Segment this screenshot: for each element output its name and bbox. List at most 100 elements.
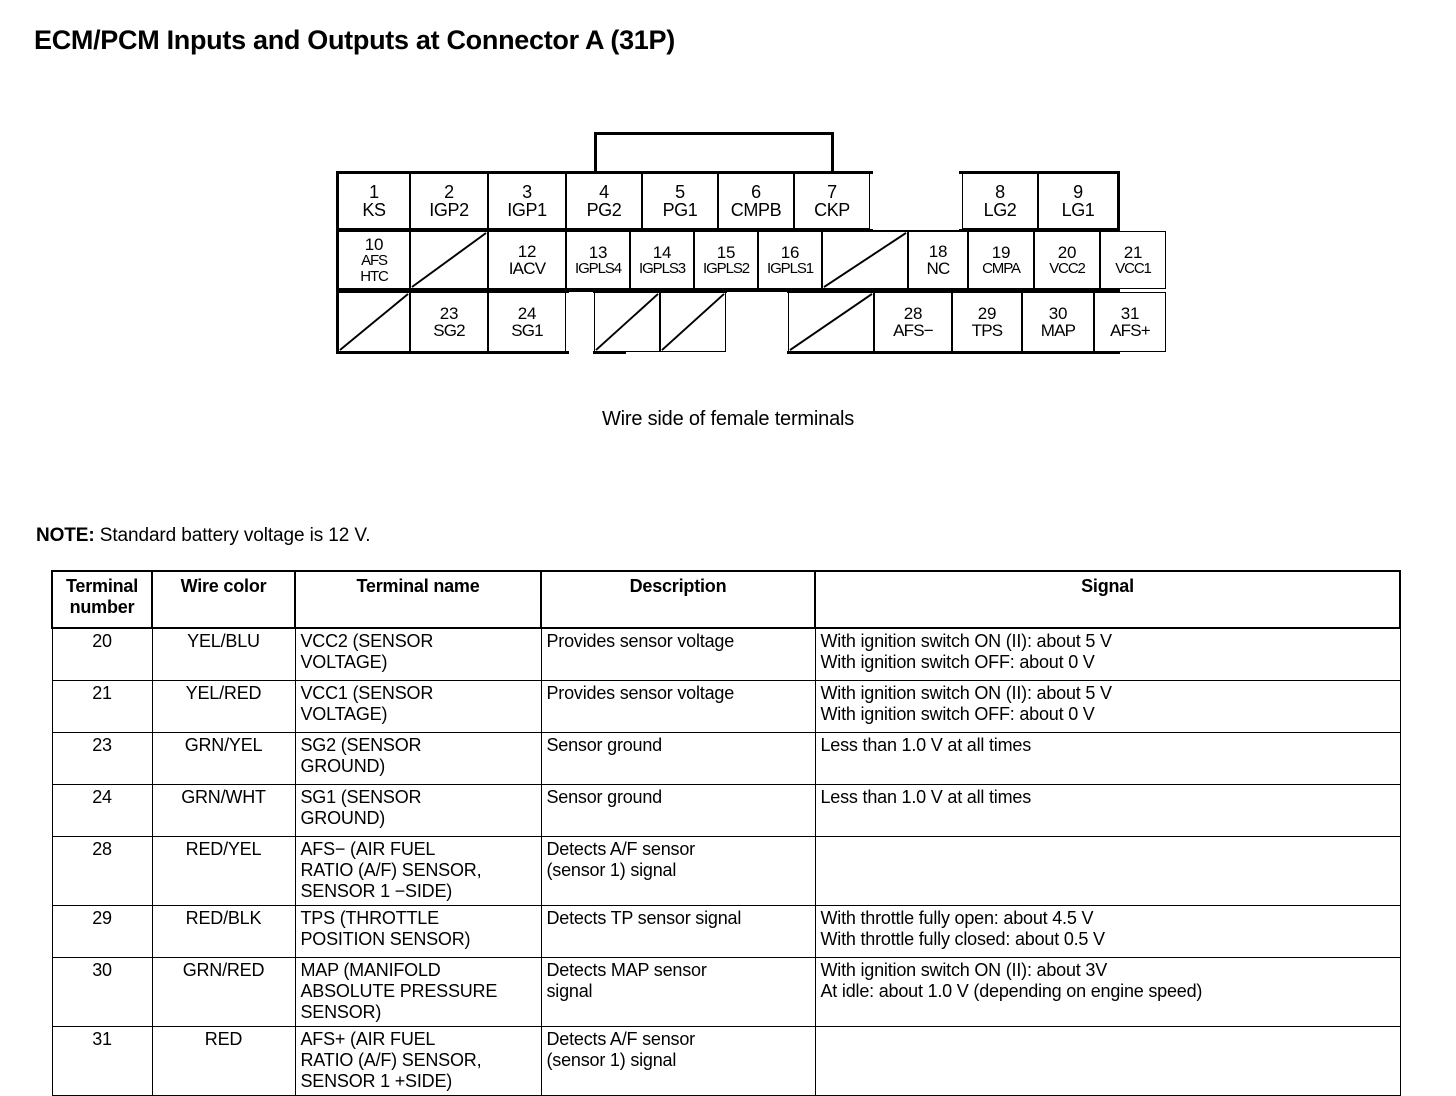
cell-wire-color: GRN/YEL [151,732,296,785]
cell-description: Provides sensor voltage [540,627,816,681]
note-label: NOTE: [36,525,95,546]
connector-row3-gap-right [727,292,787,356]
cell-terminal-number: 23 [51,732,153,785]
cell-terminal-number: 20 [51,627,153,681]
pin-cell-7[interactable]: 7 CKP [794,173,870,229]
pin-cell-13[interactable]: 13 IGPLS4 [566,231,630,289]
cell-description-line: Detects A/F sensor [546,1029,696,1050]
pin-name: SG1 [511,321,543,340]
header-terminal-name: Terminal name [294,570,542,629]
pin-name: IGP1 [507,200,547,220]
pin-number: 5 [675,181,685,202]
cell-signal-line: With ignition switch ON (II): about 3V [820,960,1108,981]
pin-cell-15[interactable]: 15 IGPLS2 [694,231,758,289]
pin-number: 14 [652,242,672,262]
pin-cell-6[interactable]: 6 CMPB [718,173,794,229]
pin-name: VCC1 [1115,260,1152,278]
pin-number: 8 [995,181,1005,202]
pin-cell-21[interactable]: 21 VCC1 [1100,231,1166,289]
pin-cell-8[interactable]: 8 LG2 [962,173,1038,229]
pin-cell-12[interactable]: 12 IACV [488,231,566,289]
pin-cell-16[interactable]: 16 IGPLS1 [758,231,822,289]
pin-cell-2[interactable]: 2 IGP2 [410,173,488,229]
pin-name: AFS+ [1110,321,1151,340]
pin-cell-31[interactable]: 31 AFS+ [1094,292,1166,352]
cell-description: Detects A/F sensor(sensor 1) signal [540,835,816,907]
cell-description-line: (sensor 1) signal [546,860,677,881]
pin-name: KS [362,200,386,220]
cell-terminal-name-line: RATIO (A/F) SENSOR, [300,1050,482,1071]
pin-name: IGP2 [429,200,469,220]
pin-name: LG2 [983,200,1017,220]
pin-cell-blank-27 [660,292,726,352]
cell-signal [814,1026,1401,1096]
pin-cell-18[interactable]: 18 NC [908,231,968,289]
cell-signal: Less than 1.0 V at all times [814,784,1401,837]
connector-row-2: 10 AFS HTC 12 IACV 13 IGPLS4 14 IGPLS3 1… [336,229,1166,291]
cell-terminal-name-line: AFS+ (AIR FUEL [300,1029,436,1050]
pin-number: 1 [369,181,379,202]
connector-locking-tab [594,132,834,172]
pin-name: IGPLS3 [639,260,686,278]
table-header-row: Terminal number Wire color Terminal name… [51,570,1401,629]
pin-name: AFS− [893,321,934,340]
pin-name: LG1 [1061,200,1095,220]
pin-cell-10[interactable]: 10 AFS HTC [338,231,410,289]
pin-cell-30[interactable]: 30 MAP [1022,292,1094,352]
pin-cell-5[interactable]: 5 PG1 [642,173,718,229]
cell-signal [814,835,1401,907]
cell-terminal-number: 24 [51,784,153,837]
pin-cell-29[interactable]: 29 TPS [952,292,1022,352]
pin-cell-blank-25 [788,292,874,352]
pin-cell-20[interactable]: 20 VCC2 [1034,231,1100,289]
cell-terminal-name-line: VCC2 (SENSOR [300,631,434,651]
cell-wire-color: YEL/RED [151,680,296,733]
cell-description-line: signal [546,981,593,1002]
cell-description-line: (sensor 1) signal [546,1050,677,1071]
pin-number: 13 [588,242,608,262]
pin-cell-28[interactable]: 28 AFS− [874,292,952,352]
pin-cell-blank-11 [410,231,488,289]
pin-cell-1[interactable]: 1 KS [338,173,410,229]
cell-wire-color: YEL/BLU [151,627,296,681]
pin-cell-24[interactable]: 24 SG1 [488,292,566,352]
pin-cell-9[interactable]: 9 LG1 [1038,173,1118,229]
cell-terminal-name-line: RATIO (A/F) SENSOR, [300,860,482,881]
cell-terminal-number: 21 [51,680,153,733]
header-terminal-number: Terminal number [51,570,153,629]
pin-cell-23[interactable]: 23 SG2 [410,292,488,352]
pin-cell-blank-17 [822,231,908,289]
cell-terminal-name-line: GROUND) [300,756,386,777]
cell-description: Provides sensor voltage [540,680,816,733]
pin-number: 21 [1123,242,1143,262]
pin-name: IGPLS1 [767,260,814,278]
cell-terminal-number: 28 [51,835,153,907]
pin-cell-14[interactable]: 14 IGPLS3 [630,231,694,289]
pin-number: 29 [977,303,997,323]
pin-number: 28 [903,303,923,323]
header-wire-color: Wire color [151,570,296,629]
cell-signal-line: With ignition switch OFF: about 0 V [820,652,1095,673]
pin-name: NC [926,259,951,278]
cell-description: Sensor ground [540,732,816,785]
pin-number: 31 [1120,303,1140,323]
pin-cell-4[interactable]: 4 PG2 [566,173,642,229]
pin-number: 10 [364,235,384,255]
pin-number: 2 [444,181,454,202]
pin-cell-19[interactable]: 19 CMPA [968,231,1034,289]
cell-terminal-name-line: SG2 (SENSOR [300,735,422,755]
connector-pinout-diagram: 1 KS 2 IGP2 3 IGP1 4 PG2 5 PG1 6 CMPB 7 … [336,132,1166,372]
pin-name: CKP [814,200,850,220]
cell-wire-color: GRN/RED [151,957,296,1028]
pin-cell-3[interactable]: 3 IGP1 [488,173,566,229]
